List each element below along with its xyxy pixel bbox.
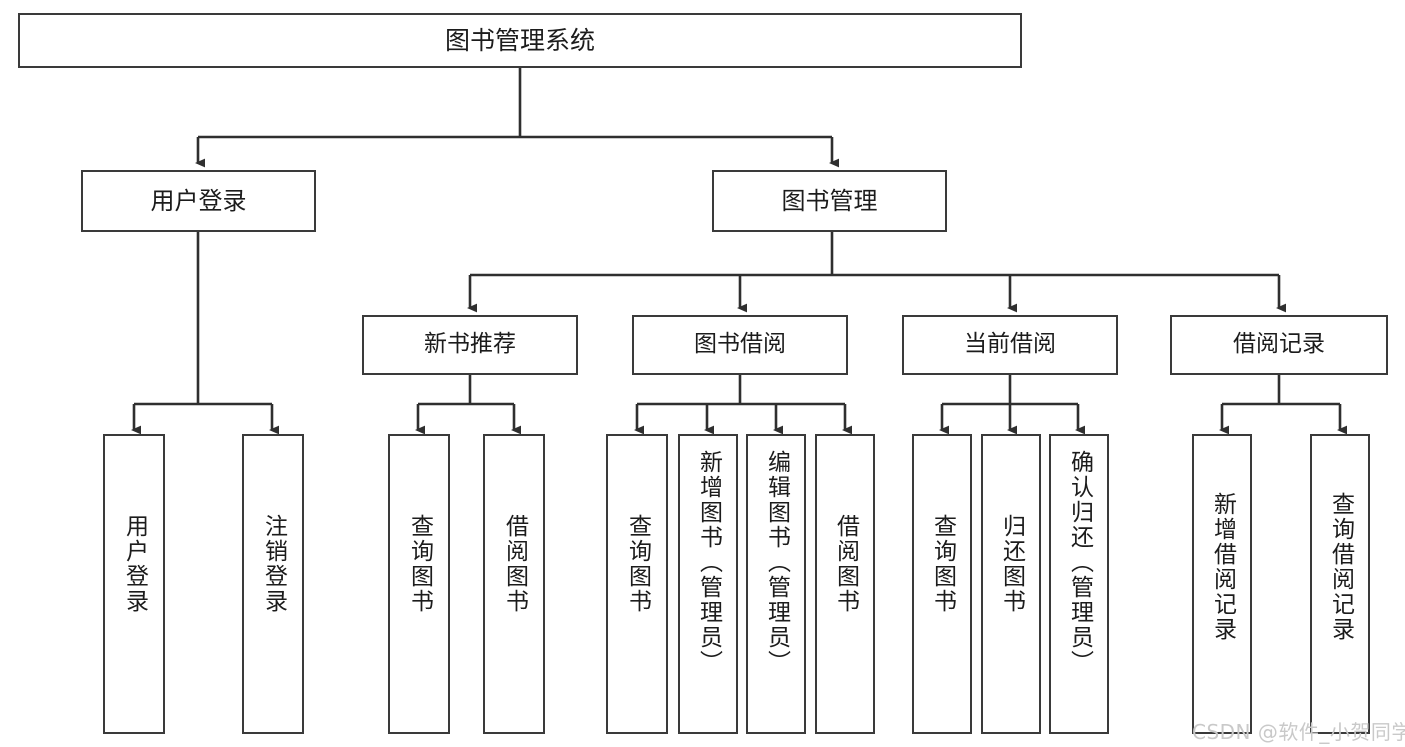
node-leaf-return-book[interactable]: 归还图书: [981, 434, 1041, 734]
node-label: 新增借阅记录: [1209, 492, 1236, 642]
node-root-book-management-system[interactable]: 图书管理系统: [18, 13, 1022, 68]
node-label: 用户登录: [121, 514, 148, 614]
node-leaf-borrow-book-recommend[interactable]: 借阅图书: [483, 434, 545, 734]
node-label: 查询借阅记录: [1327, 492, 1354, 642]
node-book-management[interactable]: 图书管理: [712, 170, 947, 232]
node-book-borrow[interactable]: 图书借阅: [632, 315, 848, 375]
node-label: 编辑图书（管理员）: [763, 450, 790, 675]
node-label: 查询图书: [624, 514, 651, 614]
node-leaf-user-login[interactable]: 用户登录: [103, 434, 165, 734]
watermark-csdn: CSDN @软件_小贺同学: [1192, 720, 1405, 744]
node-label: 新增图书（管理员）: [695, 450, 722, 675]
node-leaf-query-book-current[interactable]: 查询图书: [912, 434, 972, 734]
node-leaf-user-logout[interactable]: 注销登录: [242, 434, 304, 734]
node-label: 新书推荐: [424, 331, 516, 358]
node-label: 图书管理系统: [444, 25, 595, 55]
node-leaf-query-borrow-record[interactable]: 查询借阅记录: [1310, 434, 1370, 734]
node-label: 图书借阅: [694, 331, 786, 358]
node-leaf-query-book-recommend[interactable]: 查询图书: [388, 434, 450, 734]
node-leaf-confirm-return-admin[interactable]: 确认归还（管理员）: [1049, 434, 1109, 734]
node-new-book-recommend[interactable]: 新书推荐: [362, 315, 578, 375]
node-label: 借阅图书: [832, 514, 859, 614]
node-label: 借阅记录: [1233, 331, 1325, 358]
node-label: 借阅图书: [501, 514, 528, 614]
node-label: 注销登录: [260, 514, 287, 614]
node-label: 用户登录: [150, 186, 247, 215]
node-leaf-query-book-borrow[interactable]: 查询图书: [606, 434, 668, 734]
node-borrow-record[interactable]: 借阅记录: [1170, 315, 1388, 375]
node-leaf-edit-book-admin[interactable]: 编辑图书（管理员）: [746, 434, 806, 734]
node-user-login[interactable]: 用户登录: [81, 170, 316, 232]
node-label: 确认归还（管理员）: [1066, 450, 1093, 675]
node-label: 查询图书: [929, 514, 956, 614]
node-leaf-borrow-book-borrow[interactable]: 借阅图书: [815, 434, 875, 734]
node-leaf-add-book-admin[interactable]: 新增图书（管理员）: [678, 434, 738, 734]
node-current-borrow[interactable]: 当前借阅: [902, 315, 1118, 375]
node-label: 当前借阅: [964, 331, 1056, 358]
node-label: 归还图书: [998, 514, 1025, 614]
node-label: 查询图书: [406, 514, 433, 614]
node-label: 图书管理: [781, 186, 878, 215]
node-leaf-add-borrow-record[interactable]: 新增借阅记录: [1192, 434, 1252, 734]
